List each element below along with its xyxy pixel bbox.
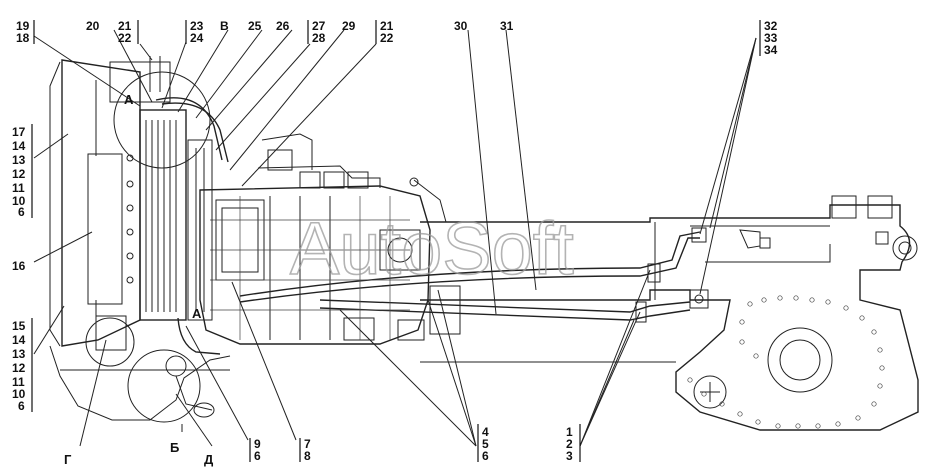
inline-labels: А А (124, 92, 202, 321)
callout-26: 26 (276, 19, 290, 33)
callout-b: Б (170, 440, 179, 455)
chassis-frame (420, 195, 919, 431)
callout-17: 17 (12, 125, 26, 139)
callout-33: 33 (764, 31, 778, 45)
callout-9: 9 (254, 437, 261, 451)
top-callouts: 19 18 20 21 22 23 24 В 25 26 27 28 29 21… (16, 19, 778, 57)
callout-12a: 12 (12, 167, 26, 181)
left-callouts: 17 14 13 12 11 10 6 16 15 14 13 12 11 10… (12, 124, 33, 413)
detail-circles (85, 71, 211, 423)
plate-holes (687, 295, 885, 429)
callout-3: 3 (566, 449, 573, 463)
callout-16: 16 (12, 259, 26, 273)
callout-31: 31 (500, 19, 514, 33)
callout-18: 18 (16, 31, 30, 45)
callout-v: В (220, 19, 229, 33)
callout-29: 29 (342, 19, 356, 33)
radiator-bolts (126, 154, 134, 284)
leader-lines (33, 29, 757, 447)
callout-15: 15 (12, 319, 26, 333)
callout-23: 23 (190, 19, 204, 33)
watermark-text: AutoSoft (290, 207, 574, 290)
callout-25: 25 (248, 19, 262, 33)
callout-14a: 14 (12, 139, 26, 153)
callout-d: Д (204, 452, 214, 467)
callout-32: 32 (764, 19, 778, 33)
callout-21a: 21 (118, 19, 132, 33)
callout-21b: 21 (380, 19, 394, 33)
callout-22b: 22 (380, 31, 394, 45)
long-pipes (239, 227, 709, 323)
callout-7: 7 (304, 437, 311, 451)
callout-12b: 12 (12, 361, 26, 375)
callout-30: 30 (454, 19, 468, 33)
callout-22a: 22 (118, 31, 132, 45)
callout-5: 5 (482, 437, 489, 451)
callout-2: 2 (566, 437, 573, 451)
callout-11a: 11 (12, 181, 25, 195)
callout-6b: 6 (18, 399, 25, 413)
callout-11b: 11 (12, 375, 25, 389)
callout-g: Г (64, 452, 72, 467)
callout-28: 28 (312, 31, 326, 45)
callout-10b: 10 (12, 387, 26, 401)
engine-block (199, 133, 461, 345)
callout-4: 4 (482, 425, 489, 439)
callout-1: 1 (566, 425, 573, 439)
callout-27: 27 (312, 19, 326, 33)
callout-24: 24 (190, 31, 204, 45)
callout-20: 20 (86, 19, 100, 33)
callout-8: 8 (304, 449, 311, 463)
callout-6c: 6 (254, 449, 261, 463)
bottom-callouts: Г Б Д 9 6 7 8 4 5 6 1 2 3 (64, 424, 581, 467)
callout-34: 34 (764, 43, 778, 57)
view-a-top: А (124, 92, 134, 107)
callout-13a: 13 (12, 153, 26, 167)
callout-13b: 13 (12, 347, 26, 361)
radiator-assembly (49, 56, 231, 421)
callout-6a: 6 (18, 205, 25, 219)
view-a-bottom: А (192, 306, 202, 321)
callout-10a: 10 (12, 194, 26, 208)
callout-14b: 14 (12, 333, 26, 347)
callout-6d: 6 (482, 449, 489, 463)
callout-19: 19 (16, 19, 30, 33)
